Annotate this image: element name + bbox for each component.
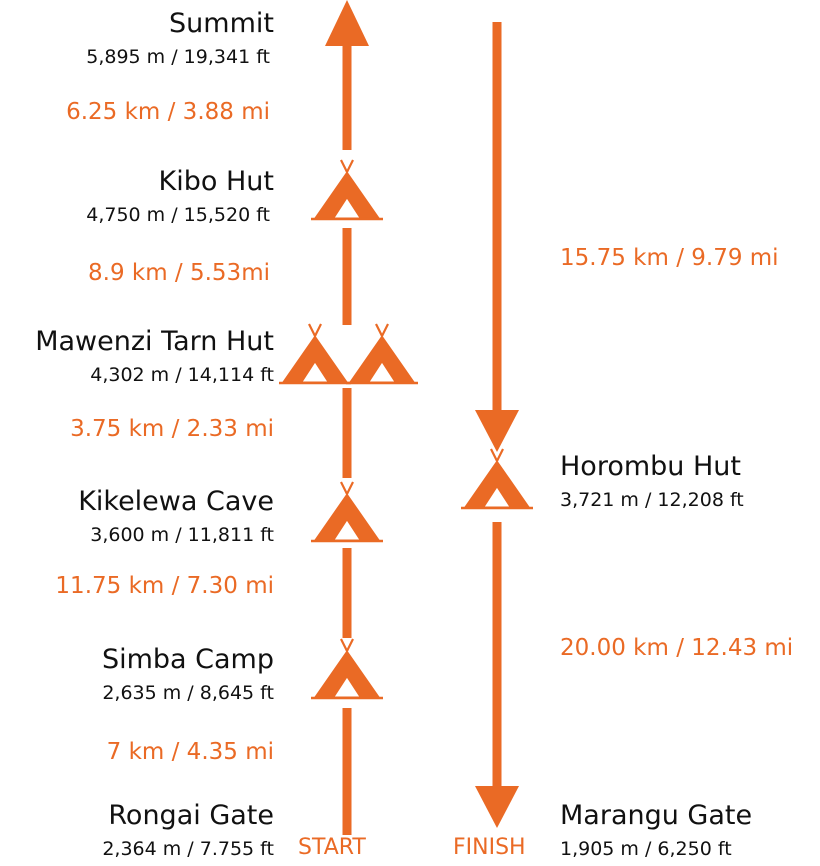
tent-icon: [309, 480, 385, 543]
tent-icon: [344, 322, 420, 385]
tent-icon: [309, 158, 385, 221]
ascent-arrowhead: [325, 0, 369, 46]
finish-label: FINISH: [453, 835, 526, 860]
stop-name-simba-camp: Simba Camp: [101, 644, 274, 675]
stop-name-summit: Summit: [169, 8, 274, 39]
distance-simba-rongai: 7 km / 4.35 mi: [106, 739, 274, 765]
stop-name-marangu-gate: Marangu Gate: [560, 800, 753, 831]
tent-icon: [309, 637, 385, 700]
distance-mawenzi-kikelewa: 3.75 km / 2.33 mi: [70, 416, 274, 442]
distance-horombu-marangu: 20.00 km / 12.43 mi: [560, 635, 794, 661]
stop-name-rongai-gate: Rongai Gate: [108, 800, 274, 831]
tent-icon: [459, 447, 535, 510]
stop-elevation-kikelewa-cave: 3,600 m / 11,811 ft: [90, 524, 274, 546]
descent-arrowhead-upper: [475, 410, 519, 452]
distance-kikelewa-simba: 11.75 km / 7.30 mi: [55, 573, 274, 599]
descent-arrowhead-lower: [475, 786, 519, 828]
stop-elevation-rongai-gate: 2,364 m / 7.755 ft: [102, 838, 274, 860]
stop-name-kikelewa-cave: Kikelewa Cave: [78, 486, 274, 517]
tent-icon: [277, 322, 353, 385]
stop-elevation-simba-camp: 2,635 m / 8,645 ft: [102, 682, 274, 704]
stop-elevation-marangu-gate: 1,905 m / 6,250 ft: [560, 838, 732, 860]
start-label: START: [298, 835, 366, 860]
stop-name-mawenzi-tarn-hut: Mawenzi Tarn Hut: [35, 326, 274, 357]
distance-summit-kibo: 6.25 km / 3.88 mi: [66, 99, 270, 125]
stop-elevation-horombu-hut: 3,721 m / 12,208 ft: [560, 489, 744, 511]
stop-name-kibo-hut: Kibo Hut: [158, 166, 274, 197]
distance-summit-horombu: 15.75 km / 9.79 mi: [560, 245, 779, 271]
stop-elevation-kibo-hut: 4,750 m / 15,520 ft: [86, 204, 270, 226]
stop-elevation-mawenzi-tarn-hut: 4,302 m / 14,114 ft: [90, 364, 274, 386]
distance-kibo-mawenzi: 8.9 km / 5.53mi: [88, 260, 270, 286]
stop-elevation-summit: 5,895 m / 19,341 ft: [86, 46, 270, 68]
stop-name-horombu-hut: Horombu Hut: [560, 451, 741, 482]
